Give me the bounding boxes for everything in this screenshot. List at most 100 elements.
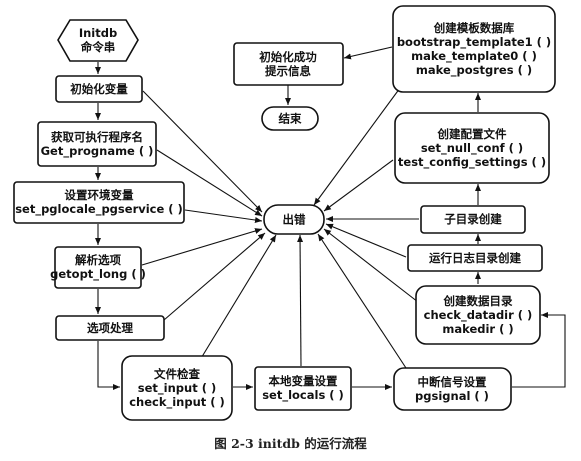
edge-file-check-to-error <box>199 234 277 361</box>
node-label-line: set_null_conf ( ) <box>421 141 523 156</box>
node-shape <box>13 181 185 224</box>
edge-config-to-error <box>323 159 394 212</box>
node-label-line: test_config_settings ( ) <box>398 155 546 170</box>
node-label-line: Initdb <box>79 26 117 40</box>
node-label: 选项处理 <box>87 321 133 335</box>
node-shape <box>420 205 526 234</box>
node-label: 初始化变量 <box>70 82 128 96</box>
node-shape <box>54 246 142 289</box>
node-shape <box>57 19 139 62</box>
edge-get-progname-to-error <box>156 149 263 217</box>
node-shape <box>254 366 352 411</box>
edge-log-dir-to-error <box>325 223 407 258</box>
node-label-line: 结束 <box>278 112 302 126</box>
edge-opt-handle-to-file-check <box>97 341 120 390</box>
node-label-line: set_locals ( ) <box>262 388 344 403</box>
node-label-line: 本地变量设置 <box>269 374 338 388</box>
node-label-line: makedir ( ) <box>442 322 513 336</box>
node-label-line: 设置环境变量 <box>65 188 134 202</box>
node-label: 出错 <box>283 213 306 227</box>
node-label: 初始化成功提示信息 <box>259 50 317 78</box>
connector-lines <box>95 46 566 390</box>
node-shape <box>233 42 344 86</box>
node-shape <box>263 204 325 235</box>
node-shape <box>261 106 319 131</box>
node-shape <box>55 75 143 103</box>
edge-interrupt-to-create-data-dir <box>512 312 566 388</box>
node-label-line: 提示信息 <box>265 64 311 78</box>
node-label-line: check_datadir ( ) <box>424 308 533 323</box>
node-label-line: getopt_long ( ) <box>50 267 146 282</box>
node-label-line: 中断信号设置 <box>418 375 487 389</box>
node-log-dir: 运行日志目录创建 <box>407 244 543 272</box>
node-shape <box>37 121 157 167</box>
node-label: 子目录创建 <box>444 212 502 226</box>
edge-init-vars-to-error <box>142 90 263 213</box>
node-label-line: 获取可执行程序名 <box>51 130 143 144</box>
node-shape <box>121 355 233 421</box>
node-shape <box>393 367 512 411</box>
node-label-line: 命令串 <box>80 40 116 54</box>
edge-set-env-to-error <box>184 209 263 223</box>
node-label-line: 初始化成功 <box>259 50 317 64</box>
node-label-line: Get_progname ( ) <box>41 144 154 159</box>
edge-local-vars-to-error <box>297 234 304 367</box>
figure-caption: 图 2-3 initdb 的运行流程 <box>214 436 367 451</box>
edge-parse-opts-to-error <box>141 228 263 266</box>
node-option-handling: 选项处理 <box>55 315 165 341</box>
node-label-line: 运行日志目录创建 <box>429 251 521 265</box>
node-shape <box>55 315 165 341</box>
node-label-line: bootstrap_template1 ( ) <box>397 35 551 50</box>
node-init-variables: 初始化变量 <box>55 75 143 103</box>
node-label-line: 出错 <box>283 213 306 227</box>
node-shape <box>392 5 556 93</box>
node-label-line: check_input ( ) <box>129 395 225 410</box>
node-subdir: 子目录创建 <box>420 205 526 234</box>
edge-template-db-to-error <box>313 87 401 206</box>
node-label-line: 创建数据目录 <box>443 294 513 308</box>
node-label-line: 选项处理 <box>87 321 133 335</box>
node-shape <box>407 244 543 272</box>
node-label-line: set_pglocale_pgservice ( ) <box>15 202 183 217</box>
edge-opt-handle-to-error <box>163 232 266 321</box>
node-label-line: 初始化变量 <box>70 82 128 96</box>
node-label-line: 子目录创建 <box>444 212 502 226</box>
node-label-line: 创建配置文件 <box>437 127 507 141</box>
node-end: 结束 <box>261 106 319 131</box>
node-label-line: 文件检查 <box>154 367 200 381</box>
node-label: 运行日志目录创建 <box>429 251 521 265</box>
node-label-line: set_input ( ) <box>138 381 216 396</box>
edge-interrupt-to-error <box>317 233 407 369</box>
node-label-line: 解析选项 <box>75 253 121 267</box>
node-shape <box>415 285 541 345</box>
node-init-success: 初始化成功提示信息 <box>233 42 344 86</box>
node-label-line: 创建模板数据库 <box>433 21 515 35</box>
edge-create-data-dir-to-error <box>323 228 419 303</box>
node-label-line: make_postgres ( ) <box>416 63 532 78</box>
node-label: 结束 <box>278 112 302 126</box>
node-shape <box>394 112 550 184</box>
node-label-line: pgsignal ( ) <box>415 389 489 403</box>
node-error: 出错 <box>263 204 325 235</box>
node-label-line: make_template0 ( ) <box>411 49 537 64</box>
